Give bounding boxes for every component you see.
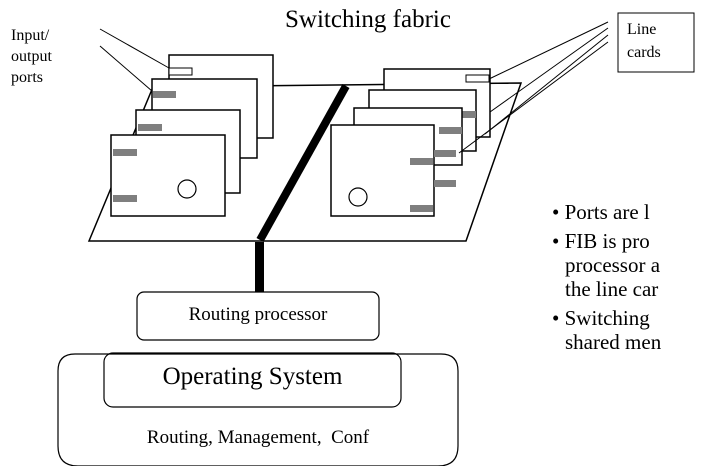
routing-processor-label: Routing processor: [188, 304, 328, 325]
port: [434, 180, 456, 187]
line-cards-label: Line cards: [627, 18, 661, 64]
right-line-card-stack: [330, 68, 491, 217]
line-cards-leaders: [458, 21, 609, 154]
port: [410, 158, 433, 165]
bullet-item: • Ports are l: [552, 200, 704, 224]
bullet-line: • Ports are l: [552, 200, 650, 224]
bullet-item: • FIB is pro processor a the line car: [552, 229, 704, 301]
bullet-line: • Switching: [552, 306, 650, 330]
port: [138, 124, 162, 131]
switching-fabric-bar: [256, 84, 350, 242]
processor-circle: [177, 179, 197, 199]
bullet-list: • Ports are l • FIB is pro processor a t…: [552, 200, 704, 359]
switching-fabric-label: Switching fabric: [285, 6, 451, 33]
io-ports-label-line3: ports: [11, 69, 43, 86]
bullet-line: processor a: [565, 253, 661, 277]
port: [113, 149, 137, 156]
bullet-item: • Switching shared men: [552, 306, 704, 354]
io-ports-label: Input/ output ports: [11, 25, 52, 88]
line-cards-label-line2: cards: [627, 44, 661, 61]
port: [453, 111, 476, 118]
operating-system-label: Operating System: [162, 363, 343, 390]
line-card-front: [330, 124, 456, 217]
port: [434, 150, 456, 157]
left-line-card-stack: [110, 54, 274, 217]
fabric-to-processor-link: [255, 242, 264, 292]
line-cards-label-box: [617, 12, 695, 73]
line-card-front: [110, 134, 226, 217]
routing-processor-box: [136, 291, 380, 341]
line-cards-label-line1: Line: [627, 21, 657, 38]
bullet-line: • FIB is pro: [552, 229, 650, 253]
processor-circle: [348, 187, 368, 207]
io-ports-label-line2: output: [11, 48, 52, 65]
port: [113, 195, 137, 202]
os-functions-label: Routing, Management, Conf: [146, 427, 370, 448]
bullet-line: shared men: [565, 330, 662, 354]
port: [168, 67, 193, 76]
port: [410, 205, 433, 212]
port: [439, 127, 462, 134]
io-ports-label-line1: Input/: [11, 27, 50, 44]
operating-system-box: [103, 352, 402, 408]
port: [465, 74, 490, 83]
operating-system-outer-box: [57, 353, 459, 466]
io-ports-leaders: [99, 28, 170, 92]
bullet-line: the line car: [565, 277, 659, 301]
port: [153, 91, 176, 98]
